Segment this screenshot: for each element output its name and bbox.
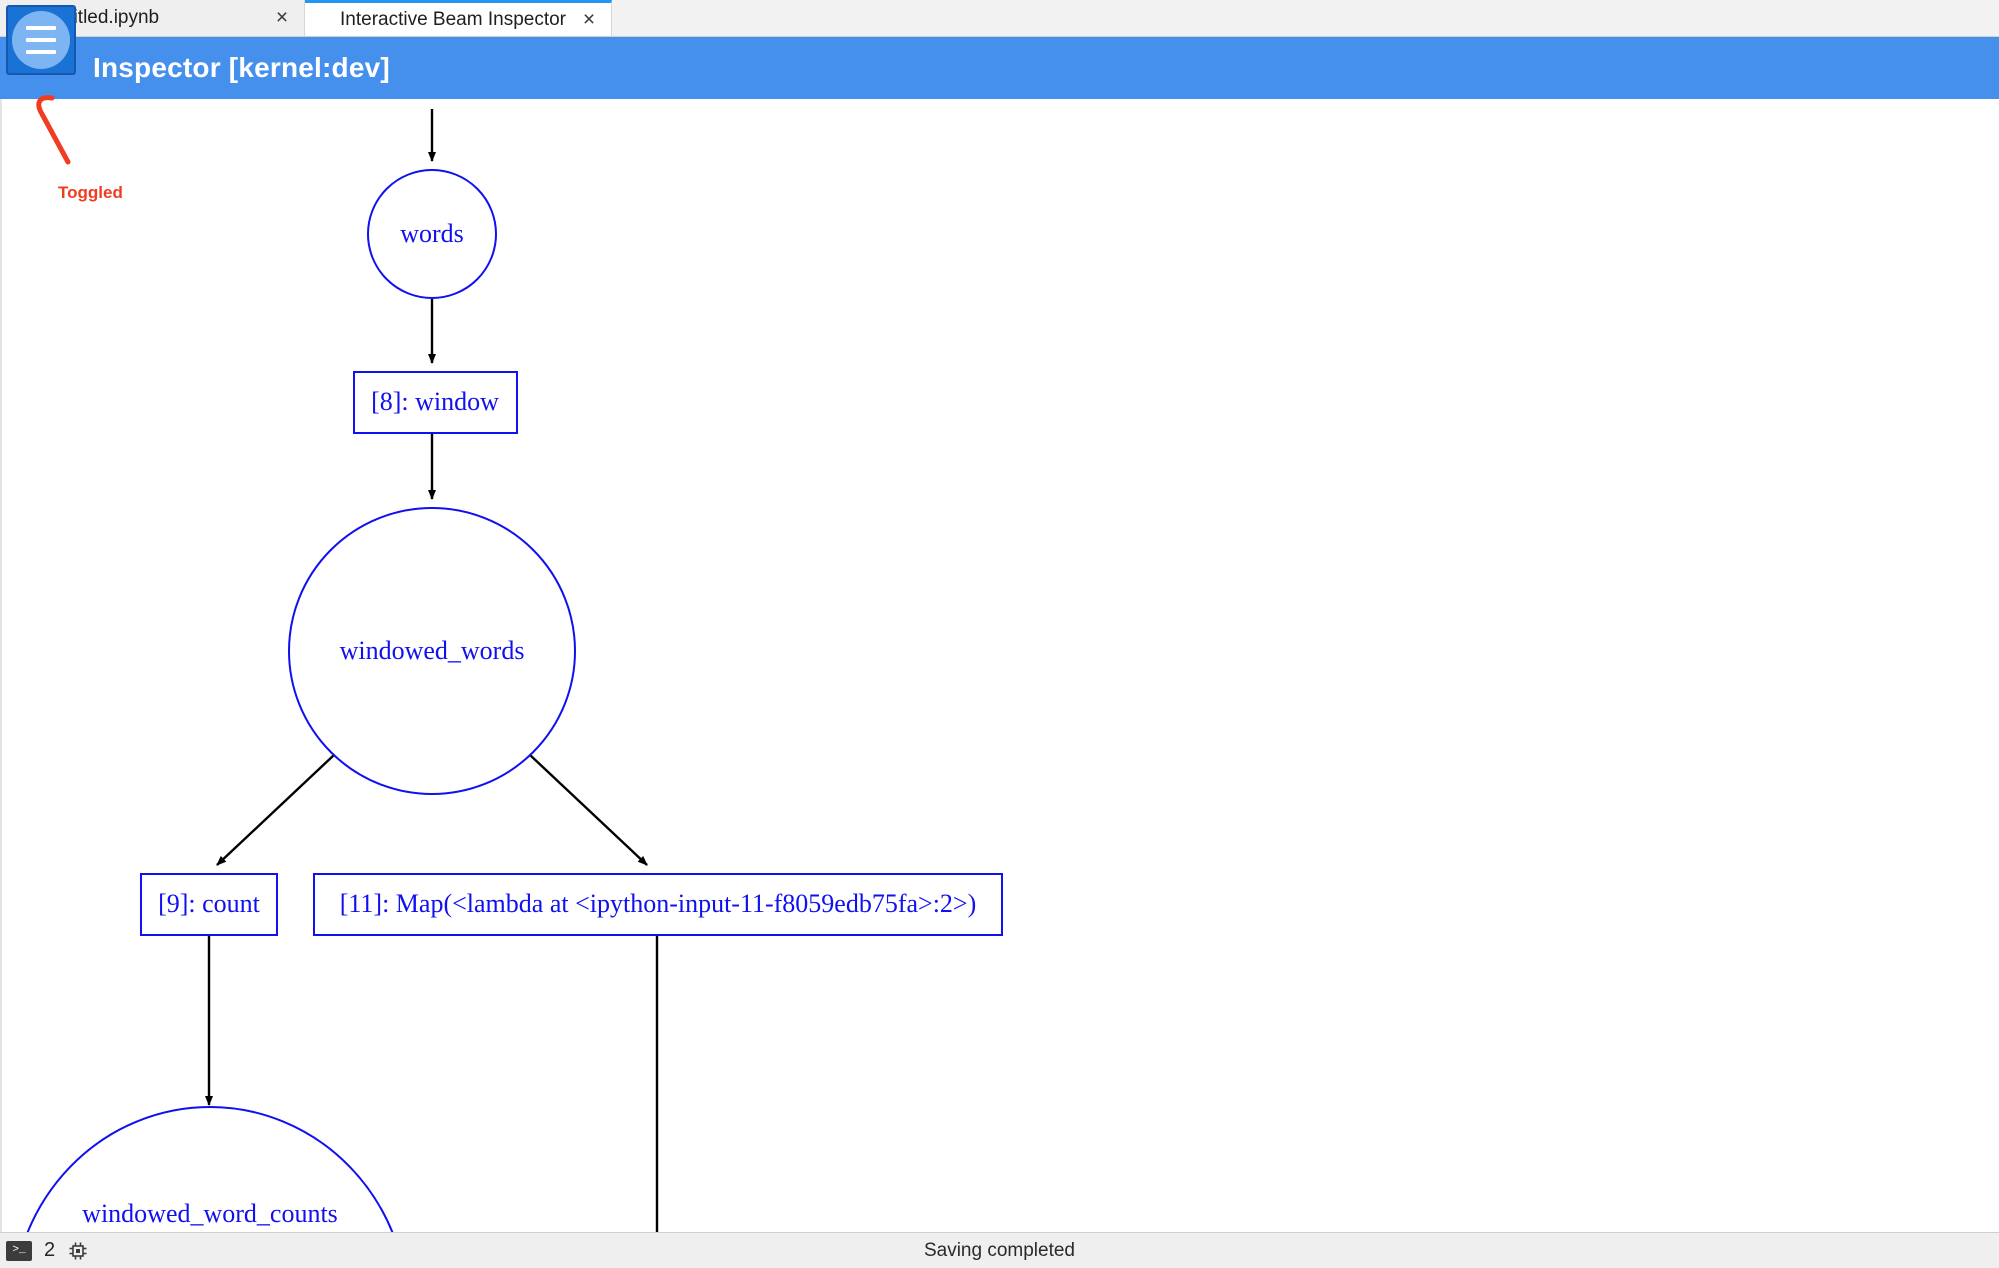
graph-node-window[interactable]: [8]: window — [353, 371, 518, 434]
inspector-header: Inspector [kernel:dev] — [0, 37, 1999, 99]
graph-node-words[interactable]: words — [367, 169, 497, 299]
status-message: Saving completed — [923, 1239, 1076, 1261]
node-label: windowed_word_counts — [82, 1199, 338, 1228]
graph-node-windowed-word-counts[interactable]: windowed_word_counts — [12, 1106, 408, 1232]
graph-node-count[interactable]: [9]: count — [140, 873, 278, 936]
hamburger-menu-button[interactable] — [6, 5, 76, 75]
node-shape-box — [140, 873, 278, 936]
tab-interactive-beam-inspector[interactable]: Interactive Beam Inspector × — [305, 0, 612, 36]
node-shape-ellipse — [26, 1106, 394, 1232]
close-icon[interactable]: × — [275, 6, 289, 29]
graph-canvas[interactable]: words [8]: window windowed_words [9]: co… — [0, 99, 1999, 1232]
beam-pipeline-graph: words [8]: window windowed_words [9]: co… — [12, 109, 1003, 1232]
tab-label: Interactive Beam Inspector — [340, 8, 566, 30]
edge-windowed-words-to-count — [216, 754, 335, 866]
status-bar-center: Saving completed — [0, 1240, 1999, 1262]
node-shape-box — [353, 371, 518, 434]
status-bar: >_ 2 Saving completed — [0, 1232, 1999, 1268]
annotation-label: Toggled — [58, 183, 123, 202]
node-label: windowed_words — [340, 636, 525, 665]
page-title: Inspector [kernel:dev] — [93, 52, 390, 83]
hamburger-bar — [26, 38, 56, 42]
tab-label: Untitled.ipynb — [44, 7, 160, 28]
hamburger-bar — [26, 50, 56, 54]
hamburger-icon — [12, 11, 70, 69]
tab-bar: Untitled.ipynb × Interactive Beam Inspec… — [0, 0, 1999, 37]
kernel-count[interactable]: 2 — [44, 1239, 56, 1261]
node-shape-ellipse — [367, 169, 497, 299]
edge-windowed-words-to-map — [529, 754, 648, 866]
hamburger-bar — [26, 26, 56, 30]
node-label: [8]: window — [371, 387, 499, 416]
node-shape-ellipse — [288, 507, 576, 795]
node-label: [11]: Map(<lambda at <ipython-input-11-f… — [340, 889, 977, 918]
node-label: [9]: count — [158, 889, 261, 918]
node-shape-box — [313, 873, 1003, 936]
tab-bar-empty-space — [612, 0, 1999, 36]
cpu-chip-icon[interactable] — [67, 1240, 89, 1262]
graph-node-map[interactable]: [11]: Map(<lambda at <ipython-input-11-f… — [313, 873, 1003, 936]
graph-node-windowed-words[interactable]: windowed_words — [288, 507, 576, 795]
status-bar-left: >_ 2 — [0, 1239, 89, 1262]
node-label: words — [400, 219, 464, 248]
terminal-icon[interactable]: >_ — [6, 1240, 32, 1261]
close-icon[interactable]: × — [582, 7, 596, 31]
